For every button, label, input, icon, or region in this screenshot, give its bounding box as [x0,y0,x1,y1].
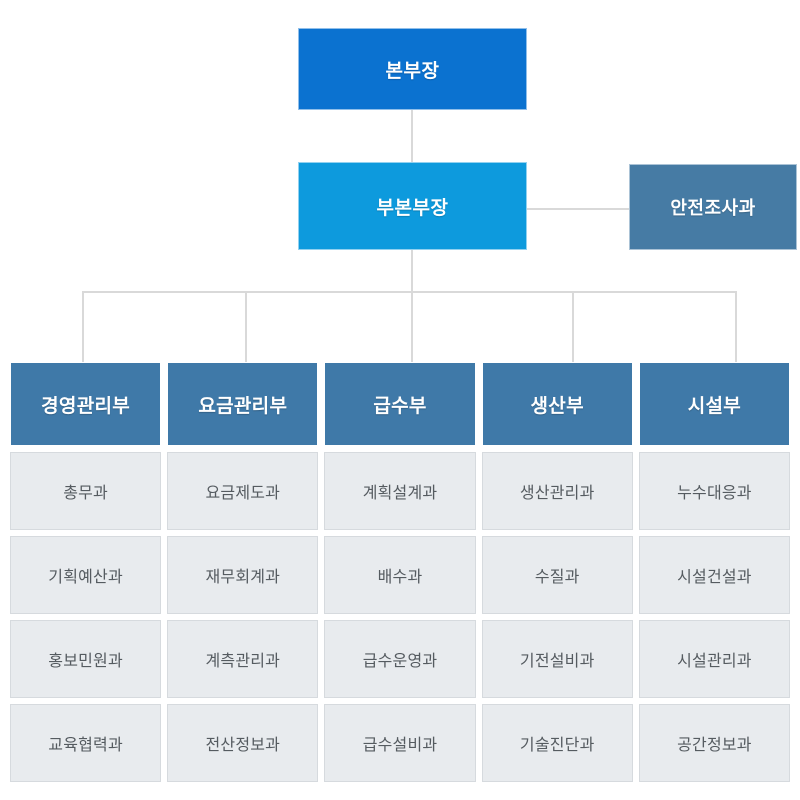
department-column: 생산부 생산관리과 수질과 기전설비과 기술진단과 [481,362,633,782]
connector-bus-to-dept-2 [245,291,247,362]
department-header[interactable]: 시설부 [638,362,791,446]
team-cell[interactable]: 총무과 [10,452,162,530]
connector-bus-to-dept-5 [735,291,737,362]
team-cell-label: 공간정보과 [677,737,752,754]
team-cell[interactable]: 급수설비과 [324,704,476,782]
team-cell-label: 급수운영과 [362,653,438,670]
team-cell[interactable]: 홍보민원과 [10,620,162,698]
department-column: 시설부 누수대응과 시설건설과 시설관리과 공간정보과 [638,362,791,782]
team-cell-label: 재무회계과 [205,569,281,586]
department-header-label: 생산부 [530,395,584,417]
department-header[interactable]: 급수부 [324,362,476,446]
team-cell-label: 누수대응과 [677,485,752,502]
department-header[interactable]: 생산부 [481,362,633,446]
team-cell-label: 계획설계과 [362,485,438,502]
connector-bus-to-dept-1 [82,291,84,362]
connector-bus-to-dept-4 [572,291,574,362]
department-header-label: 급수부 [373,395,427,417]
team-cell[interactable]: 급수운영과 [324,620,476,698]
node-deputy[interactable]: 부본부장 [298,162,527,250]
department-column: 요금관리부 요금제도과 재무회계과 계측관리과 전산정보과 [167,362,319,782]
team-cell[interactable]: 배수과 [324,536,476,614]
team-cell[interactable]: 생산관리과 [481,452,633,530]
team-cell[interactable]: 공간정보과 [638,704,791,782]
team-cell[interactable]: 시설관리과 [638,620,791,698]
team-cell-label: 생산관리과 [519,485,595,502]
team-cell-label: 전산정보과 [205,737,281,754]
department-header-label: 경영관리부 [41,395,131,417]
node-chief[interactable]: 본부장 [298,28,527,110]
department-column: 급수부 계획설계과 배수과 급수운영과 급수설비과 [324,362,476,782]
connector-horizontal-bus [82,291,736,293]
team-cell-label: 배수과 [377,569,423,586]
team-cell[interactable]: 기술진단과 [481,704,633,782]
team-cell-label: 수질과 [534,569,580,586]
node-safety-inspection-unit-label: 안전조사과 [670,198,756,218]
team-cell[interactable]: 계측관리과 [167,620,319,698]
department-header-label: 시설부 [687,395,742,417]
department-header-label: 요금관리부 [198,395,288,417]
team-cell[interactable]: 계획설계과 [324,452,476,530]
connector-bus-to-dept-3 [411,291,413,362]
team-cell[interactable]: 시설건설과 [638,536,791,614]
team-cell-label: 교육협력과 [48,737,123,754]
department-header[interactable]: 요금관리부 [167,362,319,446]
department-header[interactable]: 경영관리부 [10,362,162,446]
node-chief-label: 본부장 [385,60,440,82]
team-cell-label: 요금제도과 [205,485,281,502]
department-grid: 경영관리부 총무과 기획예산과 홍보민원과 교육협력과 요금관리부 요금제도과 [10,362,791,782]
team-cell-label: 홍보민원과 [48,653,123,670]
team-cell[interactable]: 재무회계과 [167,536,319,614]
connector-deputy-to-staff [527,208,629,210]
team-cell-label: 시설건설과 [677,569,752,586]
team-cell-label: 기획예산과 [48,569,123,586]
node-safety-inspection-unit[interactable]: 안전조사과 [629,164,797,250]
team-cell-label: 급수설비과 [362,737,438,754]
team-cell-label: 기술진단과 [519,737,595,754]
team-cell[interactable]: 기전설비과 [481,620,633,698]
team-cell[interactable]: 수질과 [481,536,633,614]
connector-deputy-to-bus [411,250,413,292]
team-cell[interactable]: 누수대응과 [638,452,791,530]
team-cell-label: 시설관리과 [677,653,752,670]
team-cell-label: 총무과 [63,485,108,502]
department-column: 경영관리부 총무과 기획예산과 홍보민원과 교육협력과 [10,362,162,782]
team-cell[interactable]: 요금제도과 [167,452,319,530]
team-cell[interactable]: 전산정보과 [167,704,319,782]
team-cell[interactable]: 기획예산과 [10,536,162,614]
node-deputy-label: 부본부장 [376,197,449,219]
team-cell-label: 계측관리과 [205,653,281,670]
team-cell[interactable]: 교육협력과 [10,704,162,782]
connector-chief-to-deputy [411,110,413,162]
team-cell-label: 기전설비과 [519,653,595,670]
